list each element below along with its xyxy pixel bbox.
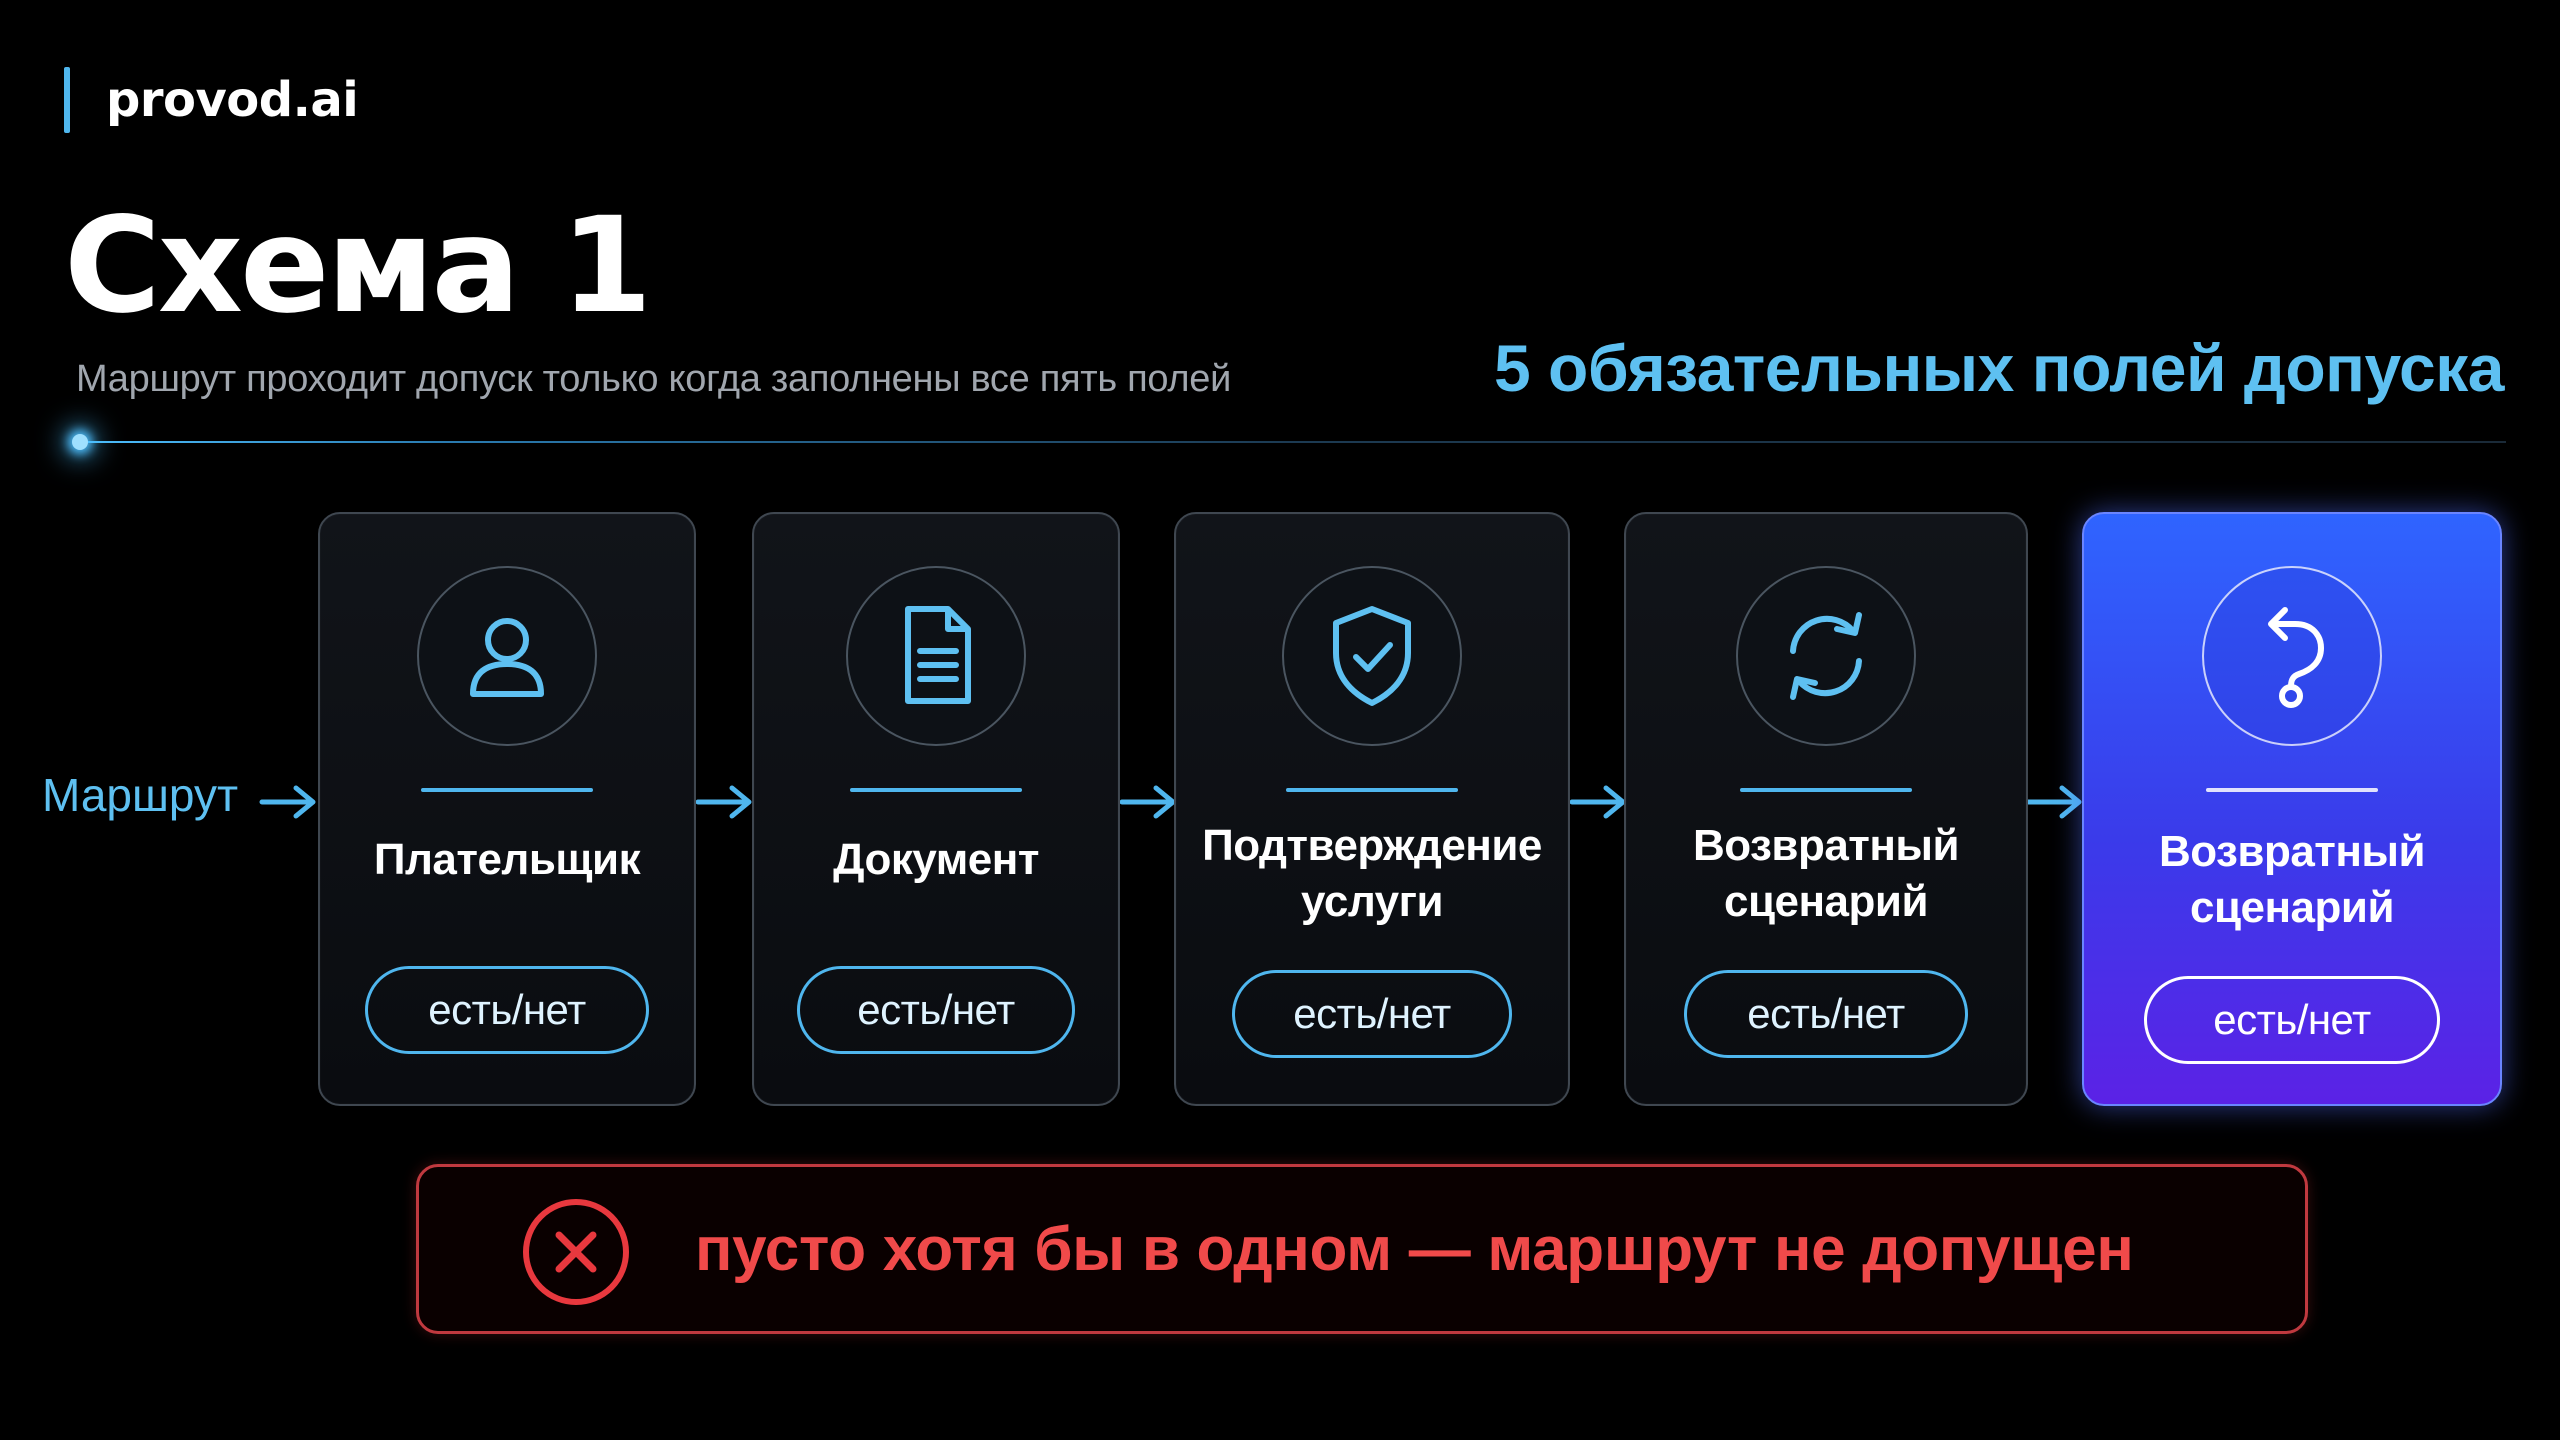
field-card-payer: Плательщик есть/нет — [318, 512, 696, 1106]
status-pill[interactable]: есть/нет — [1684, 970, 1968, 1058]
document-icon — [905, 606, 971, 704]
divider-glow-dot — [72, 434, 88, 450]
card-label: Подтверждение услуги — [1202, 821, 1542, 926]
icon-circle — [2202, 566, 2382, 746]
card-label: Документ — [833, 835, 1039, 884]
card-label: Возвратный сценарий — [2158, 827, 2426, 932]
rejection-warning: пусто хотя бы в одном — маршрут не допущ… — [416, 1164, 2308, 1334]
status-pill[interactable]: есть/нет — [797, 966, 1075, 1054]
field-card-return-scenario: Возвратный сценарий есть/нет — [1624, 512, 2028, 1106]
card-separator — [1286, 788, 1458, 792]
page-subtitle: Маршрут проходит допуск только когда зап… — [76, 358, 1232, 400]
warning-text: пусто хотя бы в одном — маршрут не допущ… — [695, 1214, 2134, 1284]
page-title: Схема 1 — [64, 189, 652, 343]
status-pill[interactable]: есть/нет — [1232, 970, 1512, 1058]
card-separator — [850, 788, 1022, 792]
icon-circle — [1282, 566, 1462, 746]
route-start-label: Маршрут — [42, 769, 239, 821]
status-pill[interactable]: есть/нет — [2144, 976, 2440, 1064]
arrow-right-icon — [259, 785, 316, 819]
arrow-right-icon — [1119, 785, 1176, 819]
icon-circle — [1736, 566, 1916, 746]
card-separator — [2206, 788, 2378, 792]
status-pill[interactable]: есть/нет — [365, 966, 649, 1054]
brand: provod.ai — [64, 66, 359, 134]
shield-check-icon — [1333, 606, 1411, 706]
header-divider — [76, 441, 2506, 443]
fields-heading: 5 обязательных полей допуска — [1494, 331, 2505, 405]
icon-circle — [846, 566, 1026, 746]
card-separator — [421, 788, 593, 792]
refresh-cycle-icon — [1790, 612, 1862, 700]
card-separator — [1740, 788, 1912, 792]
field-card-document: Документ есть/нет — [752, 512, 1120, 1106]
icon-circle — [417, 566, 597, 746]
return-arrow-icon — [2268, 607, 2324, 708]
field-card-service-confirmation: Подтверждение услуги есть/нет — [1174, 512, 1570, 1106]
arrow-right-icon — [1569, 785, 1626, 819]
brand-name: provod.ai — [106, 72, 359, 128]
arrow-right-icon — [2025, 785, 2082, 819]
card-label: Плательщик — [373, 835, 641, 884]
card-label: Возвратный сценарий — [1692, 821, 1960, 926]
field-card-return-scenario-highlighted: Возвратный сценарий есть/нет — [2082, 512, 2502, 1106]
user-icon — [470, 618, 544, 697]
arrow-right-icon — [695, 785, 752, 819]
close-circle-icon — [523, 1199, 629, 1305]
brand-accent-bar — [64, 67, 70, 133]
